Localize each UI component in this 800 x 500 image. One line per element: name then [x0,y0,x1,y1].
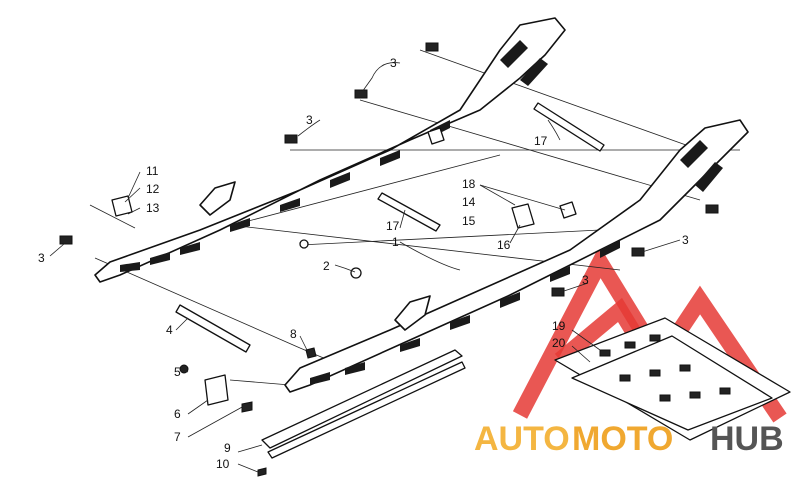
callout-20: 20 [552,336,566,350]
callout-4: 4 [166,323,173,337]
callout-6: 6 [174,407,181,421]
callout-13: 13 [146,201,160,215]
callout-3-right: 3 [682,233,689,247]
callout-10: 10 [216,457,230,471]
rear-rail [94,17,566,283]
leader-lines [49,62,681,473]
hardware [59,42,719,477]
callout-2: 2 [323,259,330,273]
callout-12: 12 [146,182,160,196]
crossshafts [175,102,605,353]
assembly-lines [89,49,740,386]
callout-1: 1 [392,235,399,249]
watermark-word-moto: MOTO [572,420,673,458]
callout-17-lower: 17 [386,219,400,233]
track [554,317,791,441]
callout-3-left: 3 [38,251,45,265]
callout-11: 11 [146,164,159,178]
callout-3-lower: 3 [582,273,589,287]
callout-15: 15 [462,214,476,228]
callout-17-upper: 17 [534,134,548,148]
callout-19: 19 [552,319,566,333]
watermark-word-auto: AUTO [474,420,570,458]
callout-18: 18 [462,177,476,191]
callout-8: 8 [290,327,297,341]
front-rail [284,119,749,393]
watermark-text: AUTO MOTO HUB [474,420,784,458]
callout-7: 7 [174,430,181,444]
callout-14: 14 [462,195,476,209]
callout-3-top: 3 [390,56,397,70]
slide-rail [261,349,466,459]
callout-9: 9 [224,441,231,455]
watermark-word-hub: HUB [710,420,784,458]
callout-16: 16 [497,238,511,252]
callout-5: 5 [174,365,181,379]
callouts: 3 3 11 12 13 3 2 17 18 14 15 17 1 16 3 3… [38,56,689,471]
callout-3-mid: 3 [306,113,313,127]
